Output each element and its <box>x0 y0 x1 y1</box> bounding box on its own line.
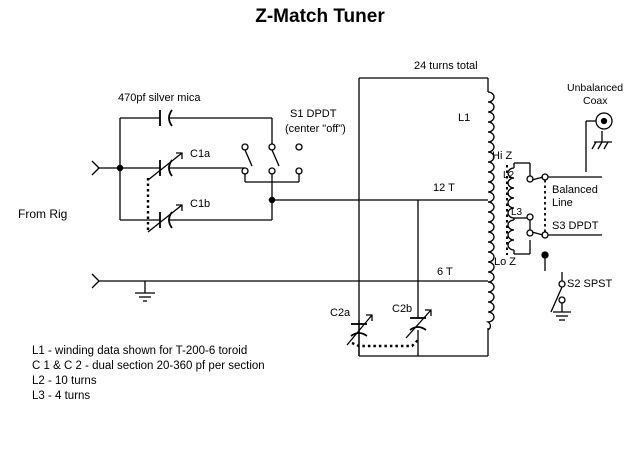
capacitor-470pf-symbol <box>160 110 172 126</box>
coil-l1-frame <box>359 78 488 356</box>
coil-l3-winding <box>508 220 514 250</box>
c1b-label: C1b <box>190 198 211 210</box>
cap-470pf-label: 470pf silver mica <box>118 92 201 104</box>
l1-label: L1 <box>458 112 471 124</box>
c2-wiring <box>359 200 418 356</box>
tap-6-label: 6 T <box>437 266 453 278</box>
capacitor-c1b-symbol <box>148 205 182 232</box>
ground-symbol-input <box>135 281 155 301</box>
coax-label: Coax <box>583 95 608 107</box>
c1a-label: C1a <box>190 148 211 160</box>
diagram-title: Z-Match Tuner <box>255 6 385 27</box>
hi-z-label: Hi Z <box>492 150 513 162</box>
switch-s3-symbol <box>527 174 602 238</box>
balanced-label: Balanced <box>552 184 598 196</box>
turns-total-label: 24 turns total <box>414 60 478 72</box>
c2a-label: C2a <box>330 307 351 319</box>
note-line: L2 - 10 turns <box>32 375 97 387</box>
c2-gang-link <box>352 340 418 346</box>
note-line: L1 - winding data shown for T-200-6 toro… <box>32 345 248 357</box>
lo-z-label: Lo Z <box>494 256 517 268</box>
capacitor-c1a-symbol <box>148 153 182 180</box>
c2b-label: C2b <box>392 303 413 315</box>
ground-symbol-output <box>553 312 571 320</box>
coil-l1-winding <box>488 92 494 330</box>
junction-dot <box>269 197 274 202</box>
s2-label: S2 SPST <box>567 278 613 290</box>
switch-s1-symbol <box>242 140 302 182</box>
s3-label: S3 DPDT <box>552 220 599 232</box>
component-notes: L1 - winding data shown for T-200-6 toro… <box>32 344 265 404</box>
s1-label: S1 DPDT <box>290 108 337 120</box>
from-rig-label: From Rig <box>18 207 68 221</box>
unbalanced-label: Unbalanced <box>567 82 624 94</box>
line-label: Line <box>552 197 573 209</box>
tap-12-label: 12 T <box>433 182 455 194</box>
input-terminal-top <box>92 161 99 175</box>
note-line: L3 - 4 turns <box>32 390 91 402</box>
note-line: C 1 & C 2 - dual section 20-360 pf per s… <box>32 360 265 372</box>
coil-l2-l3-leads <box>514 163 530 254</box>
input-terminal-bottom <box>92 274 99 288</box>
s1-sublabel: (center "off") <box>285 123 346 135</box>
capacitor-c2a-symbol <box>347 315 372 345</box>
switch-s2-symbol <box>551 272 565 312</box>
capacitor-c2b-symbol <box>406 310 431 338</box>
junction-dot <box>117 165 122 170</box>
coax-connector-symbol <box>586 113 612 172</box>
l3-label: L3 <box>511 207 523 218</box>
l2-label: L2 <box>503 170 515 181</box>
